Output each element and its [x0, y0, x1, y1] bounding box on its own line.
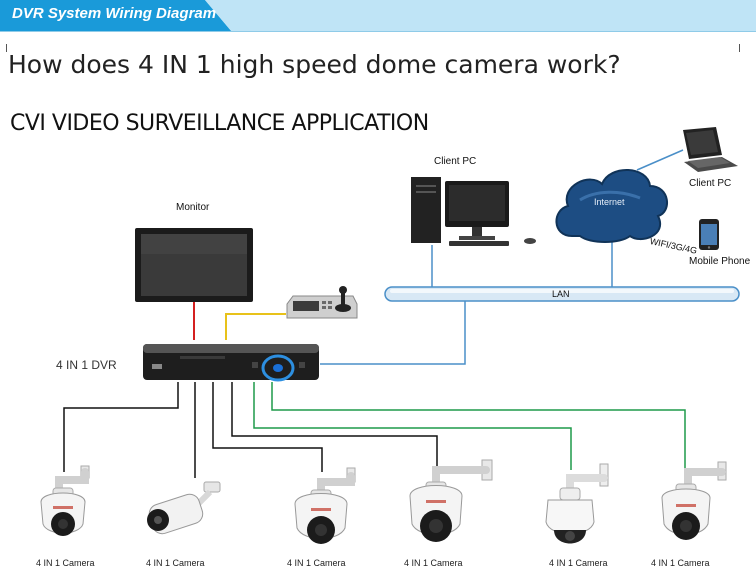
camera-label: 4 IN 1 Camera [549, 558, 608, 568]
camera-cables [63, 382, 686, 478]
camera-label: 4 IN 1 Camera [404, 558, 463, 568]
white-speed-dome-camera-icon [545, 463, 609, 544]
client-pc-desktop-label: Client PC [434, 156, 477, 167]
mobile-phone-label: Mobile Phone [689, 256, 751, 267]
laptop-icon [683, 127, 738, 172]
lan-bus [384, 286, 740, 302]
lan-connections [320, 149, 684, 365]
speed-dome-camera-icon [661, 461, 727, 540]
mobile-phone-icon [699, 219, 719, 250]
dvr-label: 4 IN 1 DVR [56, 358, 117, 372]
camera-label: 4 IN 1 Camera [36, 558, 95, 568]
dvr-icon [143, 344, 319, 382]
desktop-pc-icon [411, 177, 536, 246]
client-pc-laptop-label: Client PC [689, 178, 732, 189]
page-title: How does 4 IN 1 high speed dome camera w… [8, 50, 621, 79]
ptz-keyboard-icon [286, 286, 358, 319]
header-banner [0, 0, 756, 32]
speed-dome-camera-icon [294, 467, 356, 544]
speed-dome-camera-icon [40, 465, 90, 536]
internet-label: Internet [594, 197, 625, 207]
camera-label: 4 IN 1 Camera [146, 558, 205, 568]
bullet-camera-icon [147, 481, 221, 535]
monitor-icon [135, 228, 253, 302]
section-title: CVI VIDEO SURVEILLANCE APPLICATION [10, 111, 429, 136]
keyboard-cable [225, 313, 286, 340]
internet-cloud-icon [555, 169, 668, 243]
camera-label: 4 IN 1 Camera [651, 558, 710, 568]
camera-label: 4 IN 1 Camera [287, 558, 346, 568]
corner-tick [6, 44, 7, 52]
speed-dome-camera-icon [409, 459, 493, 542]
monitor-label: Monitor [176, 202, 210, 213]
lan-label: LAN [552, 289, 570, 299]
banner-title: DVR System Wiring Diagram [12, 5, 217, 22]
corner-tick [739, 44, 740, 52]
